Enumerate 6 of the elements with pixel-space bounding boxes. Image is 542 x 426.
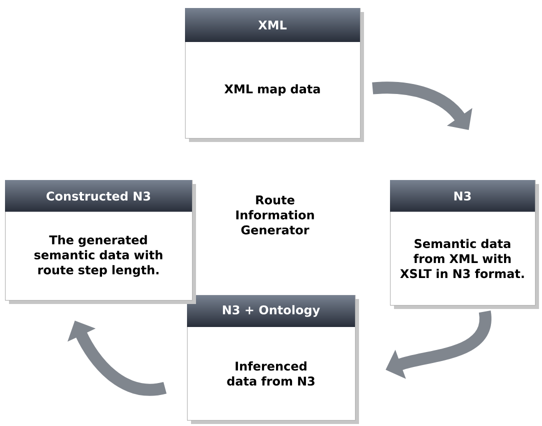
- header-box: Constructed N3 The generated semantic data with route step length.: [5, 180, 196, 304]
- center-text: Route Information Generator: [236, 196, 314, 234]
- curved-arrow: [372, 82, 472, 130]
- header-box: N3 + Ontology Inferenced data from N3: [187, 295, 359, 424]
- header-box: XML XML map data: [185, 8, 364, 142]
- header-box: N3 Semantic data from XML with XSLT in N3 format.: [390, 180, 539, 309]
